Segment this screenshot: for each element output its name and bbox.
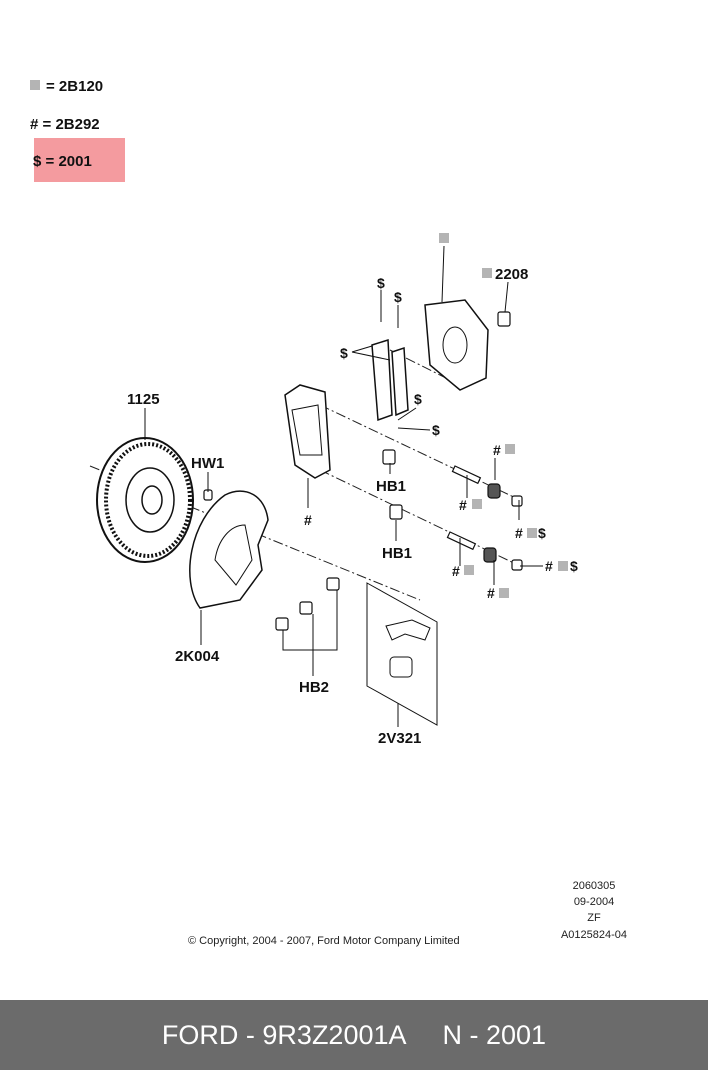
footer-bar: FORD - 9R3Z2001A N - 2001	[0, 1000, 708, 1070]
brake-pads	[371, 338, 409, 422]
brake-rotor	[96, 437, 194, 563]
hash-symbol: #	[487, 585, 495, 601]
drawing-date: 09-2004	[573, 896, 615, 908]
callout-2208: 2208	[495, 266, 528, 283]
legend-text: = 2B120	[46, 78, 104, 95]
hash-symbol: #	[304, 512, 312, 528]
leader-lines	[144, 245, 543, 727]
legend-row-2001: $ = 2001	[33, 153, 92, 170]
dust-shield	[189, 490, 269, 609]
slide-pins	[446, 465, 501, 563]
drawing-number: 2060305	[572, 880, 616, 892]
hash-symbol: #	[459, 497, 467, 513]
gray-square-icon	[30, 80, 40, 90]
callout-hb1: HB1	[376, 478, 406, 495]
hash-symbol: #	[30, 116, 39, 133]
legend-row-2b120: = 2B120	[30, 78, 103, 95]
dollar-symbol: $	[414, 391, 422, 407]
dollar-symbol: $	[432, 422, 440, 438]
dollar-symbol: $	[33, 153, 42, 170]
callout-2k004: 2K004	[175, 648, 220, 665]
drawing-region: ZF	[587, 912, 601, 924]
dollar-symbol: $	[340, 345, 348, 361]
dollar-symbol: $	[377, 275, 385, 291]
callout-hb2: HB2	[299, 679, 329, 696]
dollar-symbol: $	[570, 558, 578, 574]
hash-symbol: #	[515, 525, 523, 541]
dollar-symbol: $	[394, 289, 402, 305]
brake-assembly-diagram: 2208 1125 HW1 HB1 HB1 2K004 HB2 2V321 # …	[89, 233, 578, 747]
highlight-box	[34, 138, 125, 182]
part-number: FORD - 9R3Z2001A	[161, 1019, 407, 1050]
gray-square-icon	[439, 233, 568, 598]
drawing-reference: A0125824-04	[560, 929, 628, 941]
axis-line	[319, 404, 521, 501]
callout-2v321: 2V321	[378, 730, 421, 747]
caliper-housing	[424, 299, 489, 391]
copyright-notice: © Copyright, 2004 - 2007, Ford Motor Com…	[188, 935, 460, 947]
hash-symbol: #	[493, 442, 501, 458]
legend-row-2b292: # = 2B292	[30, 116, 100, 133]
legend-text: = 2B292	[42, 116, 100, 133]
dollar-symbol: $	[538, 525, 546, 541]
callout-1125: 1125	[127, 391, 160, 408]
legend-text: = 2001	[45, 153, 92, 170]
caliper-bracket	[284, 384, 331, 479]
callout-hw1: HW1	[191, 455, 224, 472]
hash-symbol: #	[545, 558, 553, 574]
callout-hb1: HB1	[382, 545, 412, 562]
hash-symbol: #	[452, 563, 460, 579]
part-code: N - 2001	[442, 1019, 547, 1050]
kit-box	[366, 582, 438, 726]
